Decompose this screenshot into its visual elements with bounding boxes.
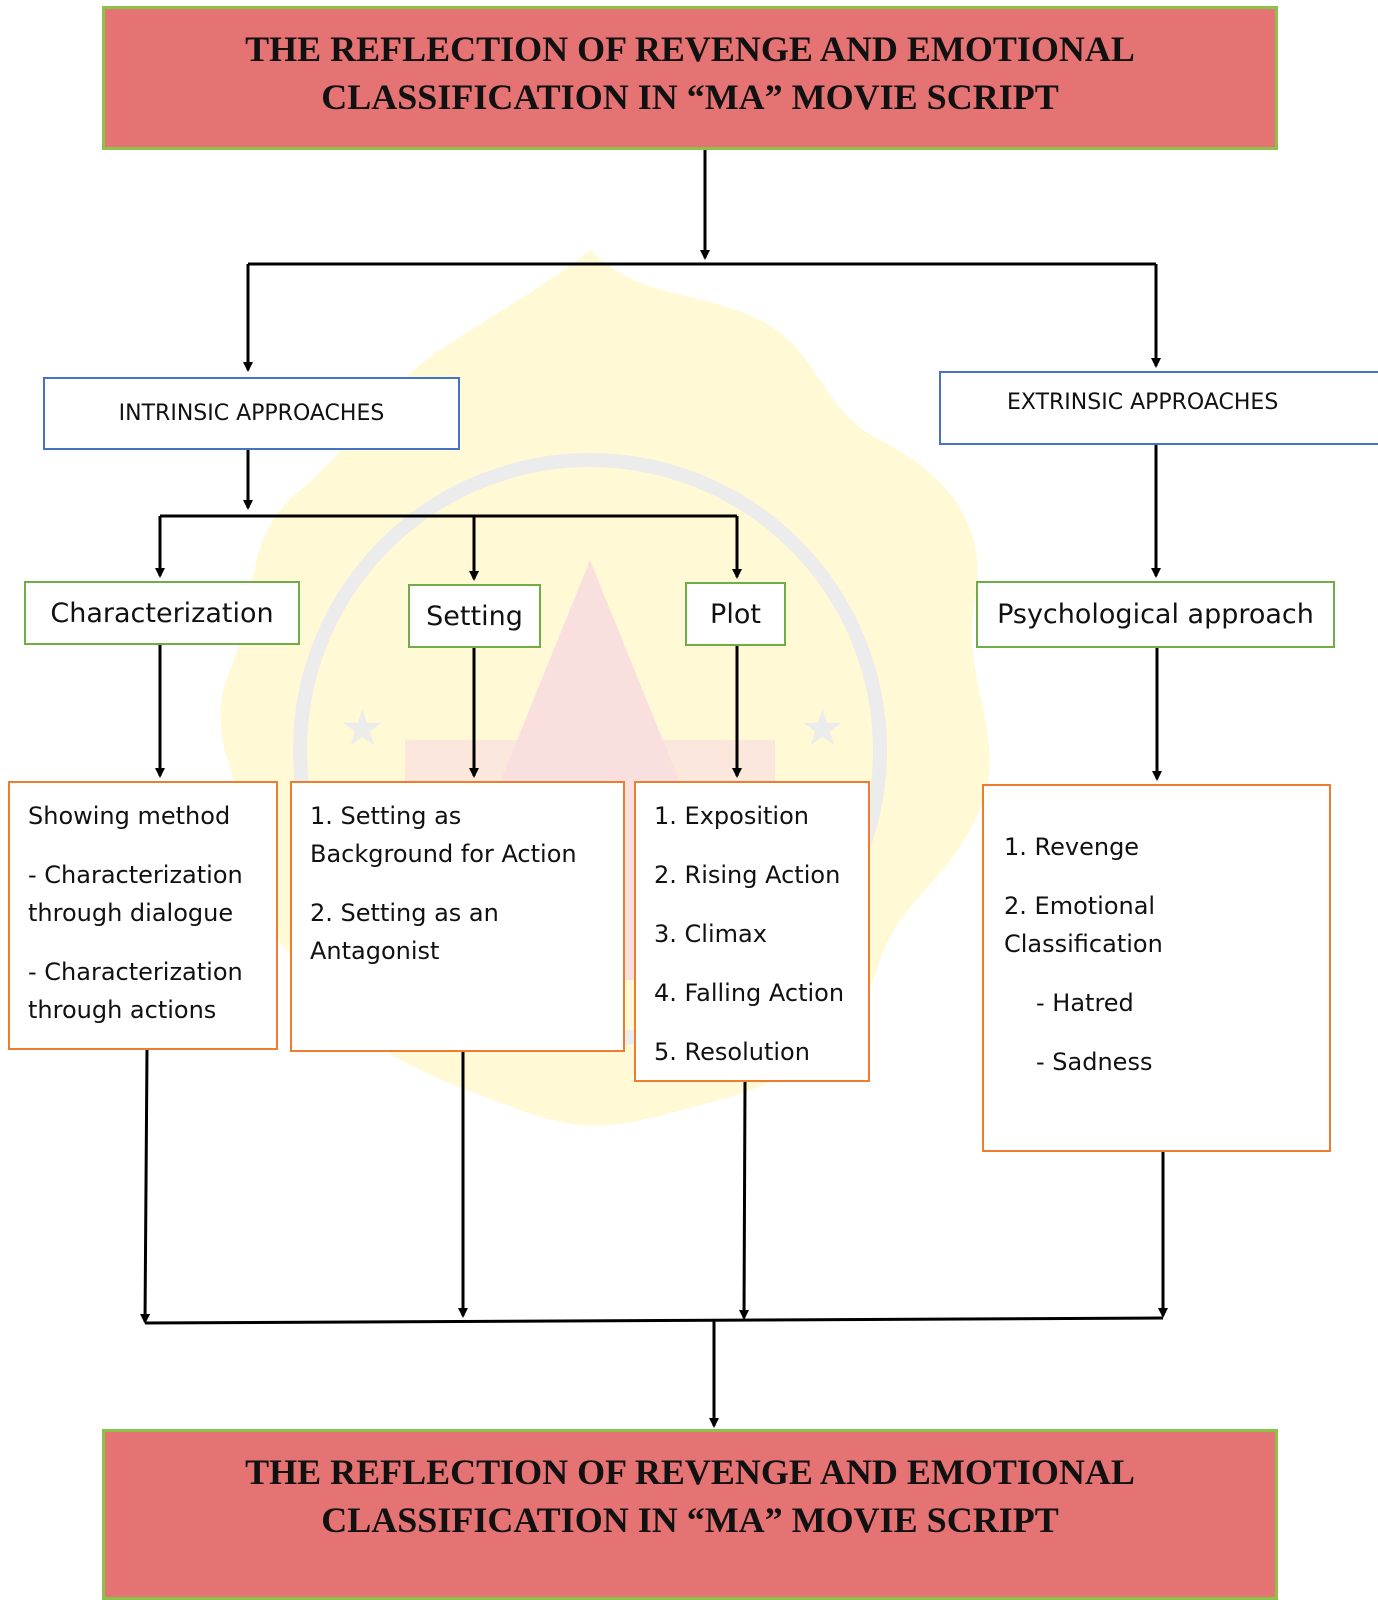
title-box-bottom: THE REFLECTION OF REVENGE AND EMOTIONAL … bbox=[102, 1429, 1278, 1600]
svg-text:★: ★ bbox=[340, 699, 385, 757]
psychological-detail-box: 1. Revenge 2. Emotional Classification -… bbox=[982, 784, 1331, 1152]
psychological-detail-4: - Sadness bbox=[1036, 1048, 1153, 1076]
setting-detail-box: 1. Setting as Background for Action 2. S… bbox=[290, 781, 625, 1052]
plot-label: Plot bbox=[710, 598, 761, 630]
plot-detail-3: 3. Climax bbox=[654, 920, 767, 948]
extrinsic-approaches-box: EXTRINSIC APPROACHES bbox=[939, 371, 1378, 445]
psychological-approach-box: Psychological approach bbox=[976, 581, 1335, 648]
characterization-detail-2: - Characterization through dialogue bbox=[28, 861, 243, 927]
characterization-detail-box: Showing method - Characterization throug… bbox=[8, 781, 278, 1050]
psychological-detail-1: 1. Revenge bbox=[1004, 833, 1140, 861]
psychological-approach-label: Psychological approach bbox=[997, 599, 1314, 630]
psychological-detail-2: 2. Emotional Classification bbox=[1004, 892, 1163, 958]
title-box-top: THE REFLECTION OF REVENGE AND EMOTIONAL … bbox=[102, 6, 1278, 150]
psychological-detail-3: - Hatred bbox=[1036, 989, 1134, 1017]
intrinsic-approaches-box: INTRINSIC APPROACHES bbox=[43, 377, 460, 450]
connector-lines bbox=[140, 150, 1168, 1428]
plot-detail-5: 5. Resolution bbox=[654, 1038, 810, 1066]
plot-detail-2: 2. Rising Action bbox=[654, 861, 841, 889]
plot-detail-4: 4. Falling Action bbox=[654, 979, 845, 1007]
setting-detail-2: 2. Setting as an Antagonist bbox=[310, 899, 499, 965]
svg-text:★: ★ bbox=[800, 699, 845, 757]
title-top-line2: CLASSIFICATION IN “MA” MOVIE SCRIPT bbox=[321, 77, 1059, 117]
characterization-box: Characterization bbox=[24, 581, 300, 645]
plot-detail-box: 1. Exposition 2. Rising Action 3. Climax… bbox=[634, 781, 870, 1082]
plot-box: Plot bbox=[685, 582, 786, 646]
setting-box: Setting bbox=[408, 584, 541, 648]
setting-detail-1: 1. Setting as Background for Action bbox=[310, 802, 577, 868]
characterization-label: Characterization bbox=[50, 597, 274, 629]
extrinsic-approaches-label: EXTRINSIC APPROACHES bbox=[1007, 390, 1279, 415]
plot-detail-1: 1. Exposition bbox=[654, 802, 809, 830]
title-bottom-line2: CLASSIFICATION IN “MA” MOVIE SCRIPT bbox=[321, 1500, 1059, 1540]
title-top-line1: THE REFLECTION OF REVENGE AND EMOTIONAL bbox=[245, 29, 1135, 69]
title-bottom-line1: THE REFLECTION OF REVENGE AND EMOTIONAL bbox=[245, 1452, 1135, 1492]
characterization-detail-3: - Characterization through actions bbox=[28, 958, 243, 1024]
setting-label: Setting bbox=[426, 600, 523, 632]
characterization-detail-1: Showing method bbox=[28, 802, 231, 830]
intrinsic-approaches-label: INTRINSIC APPROACHES bbox=[118, 401, 385, 426]
